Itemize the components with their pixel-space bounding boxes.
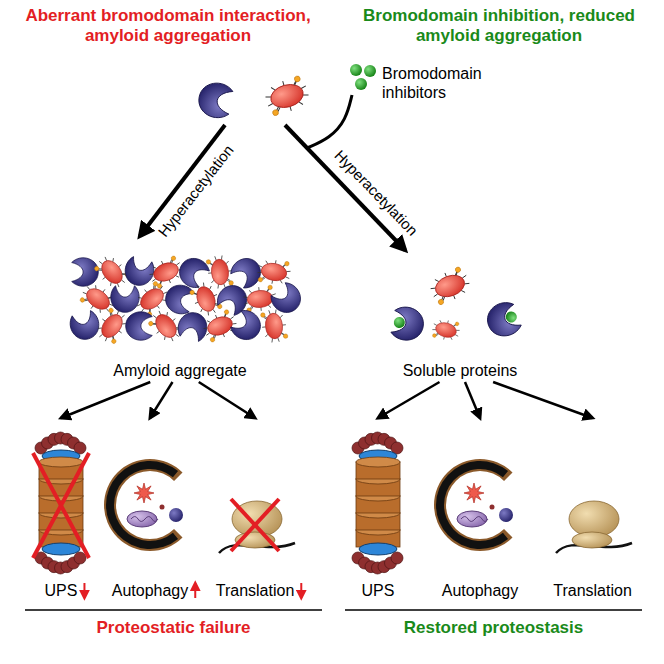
panel-heading: Bromodomain inhibition, reduced amyloid … — [340, 6, 658, 47]
autophagosome-icon — [434, 459, 513, 551]
pathway-icon-group: Autophagy — [100, 420, 200, 600]
acetylated-protein — [430, 316, 461, 343]
protein-state-group: Amyloid aggregate — [60, 250, 300, 380]
amyloid-aggregate — [68, 251, 307, 346]
inhibitor-curve — [307, 95, 352, 148]
inhibitor-dots — [350, 64, 376, 90]
arrow-label: Hyperacetylation — [331, 147, 422, 240]
autophagosome-icon — [104, 459, 183, 551]
proteostasis-icons — [33, 432, 632, 574]
pathway-icon-group: UPS — [343, 420, 413, 600]
pathway-icon-group: Translation — [200, 420, 310, 600]
node-label: UPS — [362, 581, 395, 600]
inhibitor-dot — [504, 310, 518, 324]
ribosome-icon — [556, 501, 632, 553]
top-proteins — [196, 74, 311, 119]
bromodomain-protein — [196, 80, 234, 119]
acetylated-protein — [427, 265, 473, 306]
proteasome-icon — [352, 432, 403, 574]
bromodomain-protein — [68, 309, 103, 342]
node-label: Soluble proteins — [403, 361, 518, 380]
node-label: Amyloid aggregate — [113, 361, 246, 380]
acetylated-protein — [262, 74, 311, 116]
pathway-arrow — [465, 382, 480, 418]
bromodomain-protein — [228, 307, 266, 345]
inhibitor-label: Bromodomain inhibitors — [382, 64, 494, 102]
bromodomain-protein — [483, 299, 523, 340]
acetylated-protein — [200, 308, 239, 343]
hyperacetylation-arrow — [285, 125, 405, 250]
node-label: Autophagy — [442, 581, 519, 600]
pathway-icon-group: Translation — [545, 420, 640, 600]
bromodomain-protein — [111, 286, 139, 313]
divider-line — [25, 609, 322, 611]
pathway-arrow — [493, 382, 592, 418]
trend-arrow — [194, 583, 196, 598]
bromodomain-protein — [162, 282, 195, 317]
arrow-label: Hyperacetylation — [155, 141, 238, 240]
outcome-label: Proteostatic failure — [25, 618, 322, 638]
protein-state-group: Soluble proteins — [380, 255, 540, 380]
inhibitor-dot — [393, 316, 406, 329]
divider-line — [345, 609, 642, 611]
bromodomain-protein — [390, 305, 426, 343]
acetylated-protein — [260, 309, 288, 344]
bromodomain-protein — [122, 255, 157, 288]
panel-heading: Aberrant bromodomain interaction, amyloi… — [8, 6, 328, 47]
node-label: Autophagy — [112, 581, 189, 600]
pathway-arrow — [199, 382, 255, 418]
red-cross — [33, 453, 89, 558]
pathway-icon-group: UPS — [22, 420, 100, 600]
pathway-arrow — [150, 382, 173, 418]
node-label: Translation — [216, 581, 295, 600]
bromodomain-protein — [126, 312, 153, 340]
bromodomain-protein — [268, 280, 307, 319]
pathway-arrow — [378, 382, 440, 418]
soluble-proteins — [390, 265, 523, 343]
bromodomain-protein — [176, 309, 211, 342]
pathway-icon-group: Autophagy — [425, 420, 535, 600]
pathway-arrow — [61, 382, 150, 418]
trend-arrow — [83, 583, 85, 598]
outcome-label: Restored proteostasis — [345, 618, 642, 638]
acetylated-protein — [206, 255, 234, 290]
trend-arrow — [300, 583, 302, 598]
red-cross — [231, 499, 279, 551]
bromodomain-protein — [72, 258, 99, 286]
node-label: Translation — [553, 581, 632, 600]
node-label: UPS — [45, 581, 78, 600]
